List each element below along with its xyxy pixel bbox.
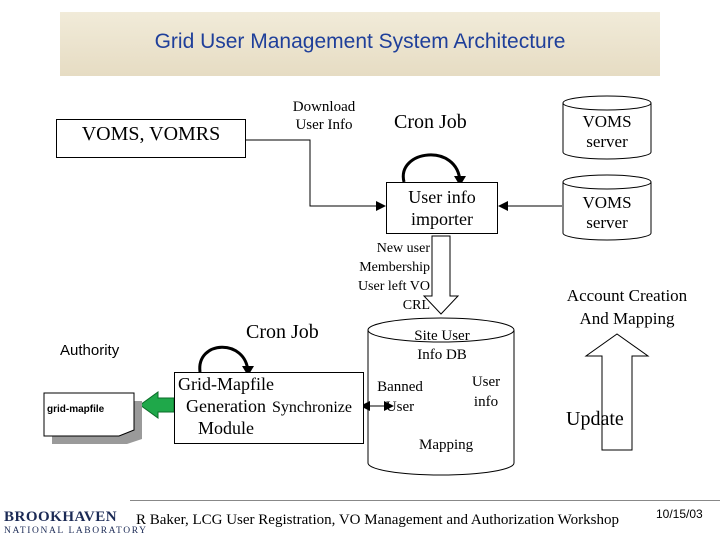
synchronize-label: Synchronize — [272, 399, 352, 416]
logo-national-laboratory: NATIONAL LABORATORY — [4, 526, 148, 536]
voms1-line-2: server — [586, 132, 628, 151]
update-arrow — [584, 333, 650, 451]
site-user-db-cylinder — [367, 317, 515, 476]
user-info-label: User info — [460, 372, 512, 412]
voms-server-2-cylinder — [562, 174, 652, 241]
update-label: Update — [566, 408, 624, 430]
importer-line-1: User info — [408, 187, 476, 207]
importer-line-2: importer — [411, 209, 473, 229]
gridmap-line-1: Grid-Mapfile — [178, 374, 274, 394]
cron-job-top-label: Cron Job — [394, 111, 467, 133]
cron-job-bottom-label: Cron Job — [246, 321, 319, 343]
download-line-2: User Info — [295, 117, 353, 133]
event-line-4: CRL — [402, 298, 430, 313]
event-line-3: User left VO — [357, 279, 430, 294]
title-band — [60, 12, 660, 76]
download-user-info-label: Download User Info — [278, 98, 370, 134]
green-arrow — [139, 391, 175, 419]
userinfo-line-2: info — [473, 394, 499, 410]
voms1-line-1: VOMS — [582, 112, 632, 131]
db-line-2: Info DB — [417, 347, 467, 363]
voms2-line-1: VOMS — [582, 193, 632, 212]
db-line-1: Site User — [414, 328, 470, 344]
gridmap-line-2: Generation — [186, 396, 266, 416]
account-line-1: Account Creation — [566, 286, 688, 305]
footer-citation: R Baker, LCG User Registration, VO Manag… — [136, 512, 619, 528]
download-line-1: Download — [292, 99, 356, 115]
page-title: Grid User Management System Architecture — [154, 30, 566, 53]
voms-server-1-label: VOMS server — [563, 112, 651, 152]
grid-mapfile-icon — [43, 392, 142, 444]
voms-server-2-label: VOMS server — [563, 193, 651, 233]
importer-to-db-arrow — [422, 235, 460, 315]
footer-date: 10/15/03 — [656, 507, 703, 521]
event-line-1: New user — [376, 241, 430, 256]
banned-line-2: User — [385, 399, 415, 415]
footer-bar — [0, 500, 720, 540]
grid-mapfile-module-box — [174, 372, 364, 444]
gridmap-line-3: Module — [198, 418, 254, 438]
banned-line-1: Banned — [377, 379, 423, 395]
authority-label: Authority — [60, 342, 120, 359]
mapping-label: Mapping — [419, 437, 474, 453]
grid-mapfile-module-label: Grid-Mapfile Generation Module — [166, 373, 286, 439]
site-user-db-label: Site User Info DB — [400, 327, 484, 365]
voms-server-1-cylinder — [562, 95, 652, 160]
voms-vomrs-label: VOMS, VOMRS — [81, 123, 221, 145]
cron-job-top-loop — [401, 153, 462, 183]
download-user-info-arrow — [246, 139, 386, 211]
voms2-line-2: server — [586, 213, 628, 232]
banned-user-label: Banned User — [368, 377, 432, 417]
voms-vomrs-box — [56, 119, 246, 158]
logo-brookhaven: BROOKHAVEN — [4, 509, 118, 525]
account-creation-label: Account Creation And Mapping — [548, 284, 706, 330]
footer-divider — [130, 500, 720, 501]
grid-mapfile-label: grid-mapfile — [47, 404, 105, 415]
cron-job-bottom-loop — [198, 345, 250, 373]
event-labels: New user Membership User left VO CRL — [326, 239, 430, 315]
user-info-importer-box — [386, 182, 498, 234]
user-info-importer-label: User info importer — [386, 186, 498, 230]
userinfo-line-1: User — [471, 374, 501, 390]
account-line-2: And Mapping — [579, 309, 675, 328]
event-line-2: Membership — [359, 260, 430, 275]
